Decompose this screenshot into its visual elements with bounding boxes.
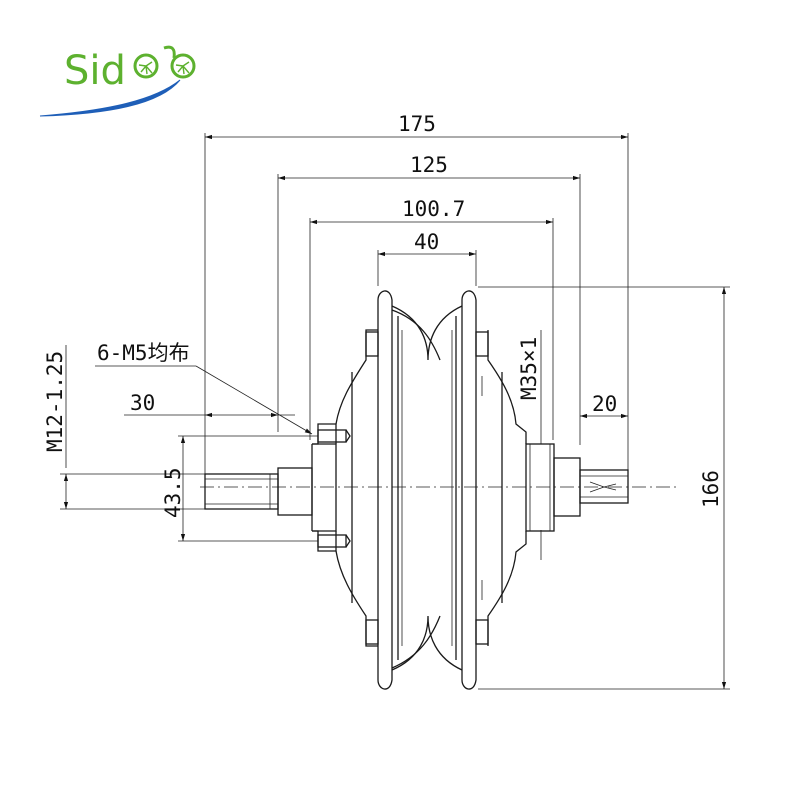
dim-100-7-label: 100.7: [402, 197, 465, 221]
motor-body: [204, 290, 629, 690]
bolt-pattern-label: 6-M5均布: [97, 341, 190, 365]
dim-166-label: 166: [699, 470, 723, 508]
dim-40-label: 40: [414, 230, 439, 254]
dimension-right-axle-length: 20: [580, 392, 628, 419]
right-axle: [579, 469, 629, 504]
dimension-flange-width: 125: [277, 153, 581, 445]
dim-m35-label: M35×1: [517, 337, 541, 400]
right-rim: [461, 290, 489, 690]
bolt-pattern-callout: 6-M5均布: [95, 341, 313, 435]
left-rim: [365, 290, 441, 690]
logo-bicycle-icon: [133, 45, 196, 79]
left-flange: [311, 329, 378, 647]
dimension-rim-inner-width: 40: [377, 230, 477, 286]
logo-swoosh: [39, 79, 181, 117]
dim-m12-label: M12-1.25: [43, 351, 67, 452]
dimension-bolt-circle: 43.5: [161, 435, 318, 542]
dimension-rim-outer-width: 100.7: [309, 197, 554, 440]
left-axle: [204, 467, 313, 516]
tyre-groove: [391, 305, 463, 671]
dim-20-label: 20: [592, 392, 617, 416]
dim-43-5-label: 43.5: [161, 467, 185, 518]
dimension-overall-width: 175: [204, 112, 629, 478]
dimension-left-axle-length: 30: [124, 391, 295, 418]
dimension-axle-thread: M12-1.25: [43, 345, 205, 510]
dimension-shoulder-thread: M35×1: [517, 330, 542, 560]
dimension-outer-diameter: 166: [478, 286, 730, 690]
logo-text: Sid: [64, 48, 126, 94]
dim-175-label: 175: [398, 112, 436, 136]
right-shoulder: [525, 443, 581, 532]
right-cover: [481, 330, 527, 646]
dim-125-label: 125: [410, 153, 448, 177]
brand-logo: Sid: [39, 45, 196, 117]
dim-30-label: 30: [130, 391, 155, 415]
